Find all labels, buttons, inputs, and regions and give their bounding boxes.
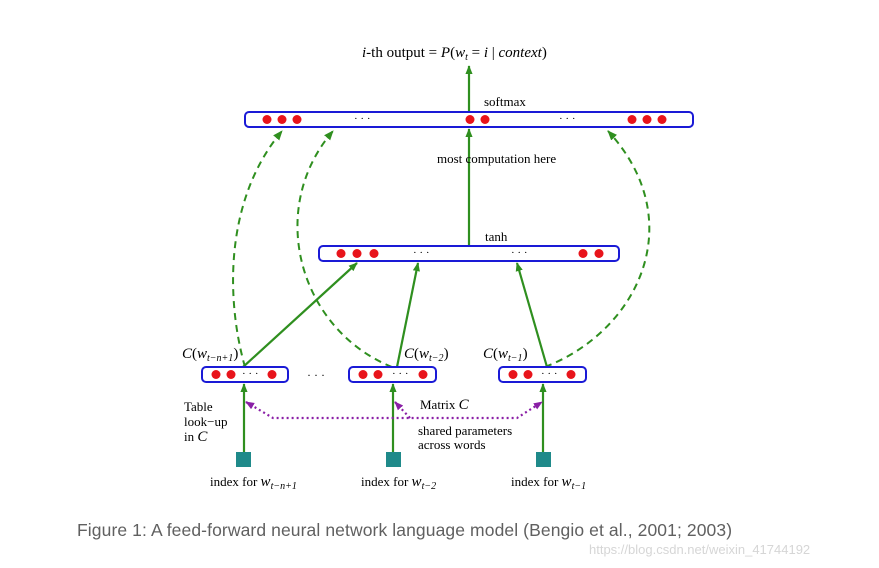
index-box-1: [236, 452, 251, 467]
shared-parameters-label: shared parameters across words: [418, 423, 515, 452]
neuron: [292, 115, 302, 124]
embedding-1-ellipsis: · · ·: [242, 368, 259, 380]
neuron: [627, 115, 637, 124]
embedding2-to-hidden-arrow: [395, 262, 420, 368]
matrix-label: Matrix C: [420, 397, 470, 413]
softmax-neurons: [262, 115, 667, 124]
neuron: [642, 115, 652, 124]
embedding3-to-hidden-arrow: [515, 262, 549, 368]
embedding-2-ellipsis: · · ·: [392, 368, 409, 380]
neuron: [267, 370, 277, 379]
neuron: [480, 115, 490, 124]
figure-caption: Figure 1: A feed-forward neural network …: [77, 520, 733, 540]
index-label-3: index for wt−1: [511, 474, 586, 492]
neuron: [277, 115, 287, 124]
softmax-ellipsis-left: · · ·: [354, 113, 371, 125]
shared-matrix-link: [245, 401, 543, 420]
embedding-label-2: C(wt−2): [404, 346, 449, 364]
skip-connection-left-inner: [296, 130, 393, 368]
watermark: https://blog.csdn.net/weixin_41744192: [589, 542, 811, 557]
neuron: [369, 249, 379, 258]
index-label-1: index for wt−n+1: [210, 474, 297, 492]
neuron: [226, 370, 236, 379]
neuron: [373, 370, 383, 379]
index-box-3: [536, 452, 551, 467]
embedding-gap-ellipsis: · · ·: [307, 368, 325, 382]
tanh-label: tanh: [485, 229, 508, 244]
neuron: [211, 370, 221, 379]
neuron: [352, 249, 362, 258]
neuron: [566, 370, 576, 379]
neuron: [508, 370, 518, 379]
neuron: [523, 370, 533, 379]
skip-connection-left-outer: [232, 130, 283, 368]
embedding-2-neurons: [358, 370, 428, 379]
output-label: i-th output = P(wt = i | context): [362, 45, 547, 63]
neuron: [578, 249, 588, 258]
softmax-label: softmax: [484, 94, 526, 109]
embedding-3-ellipsis: · · ·: [541, 368, 558, 380]
shared-matrix-link-middle: [394, 401, 411, 419]
embedding1-to-hidden-arrow: [242, 262, 358, 368]
tanh-ellipsis-right: · · ·: [511, 247, 528, 259]
neuron: [594, 249, 604, 258]
tanh-layer: [318, 245, 620, 262]
index-box-2: [386, 452, 401, 467]
embedding-label-3: C(wt−1): [483, 346, 528, 364]
neuron: [262, 115, 272, 124]
neuron: [657, 115, 667, 124]
skip-connection-right: [544, 130, 651, 368]
embedding-1-neurons: [211, 370, 277, 379]
table-lookup-label: Table look−up in C: [184, 399, 231, 445]
softmax-ellipsis-right: · · ·: [559, 113, 576, 125]
embedding-layer-2: [348, 366, 437, 383]
tanh-neurons: [336, 249, 604, 258]
neuron: [418, 370, 428, 379]
embedding-layer-1: [201, 366, 289, 383]
neuron: [358, 370, 368, 379]
tanh-ellipsis-left: · · ·: [413, 247, 430, 259]
neuron: [465, 115, 475, 124]
embedding-layer-3: [498, 366, 587, 383]
computation-label: most computation here: [437, 151, 556, 166]
embedding-3-neurons: [508, 370, 576, 379]
embedding-label-1: C(wt−n+1): [182, 346, 238, 364]
neuron: [336, 249, 346, 258]
index-label-2: index for wt−2: [361, 474, 436, 492]
